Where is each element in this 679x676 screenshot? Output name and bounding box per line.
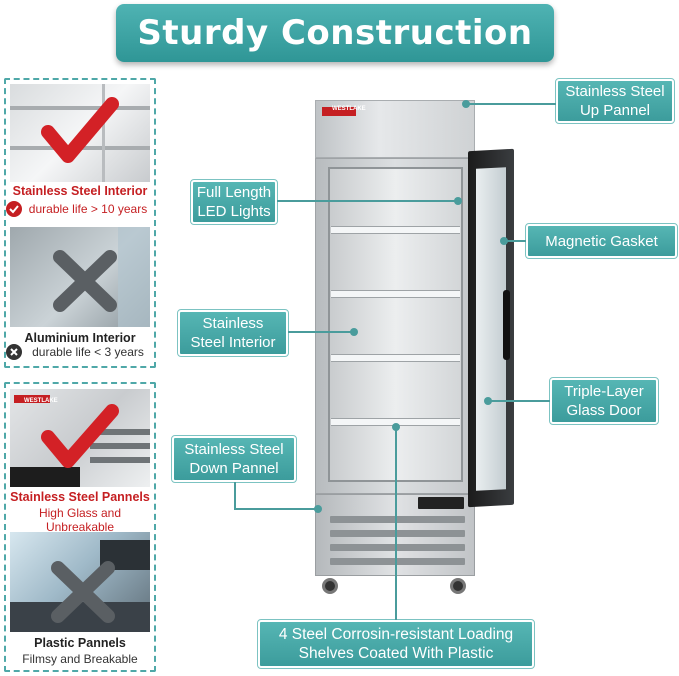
leader-dot: [462, 100, 470, 108]
leader-line: [288, 331, 354, 333]
panel-comparison-panel: [4, 382, 156, 672]
x-circle-icon: [6, 344, 22, 360]
callout-glass-door: Triple-Layer Glass Door: [549, 377, 659, 425]
shelf: [331, 290, 460, 298]
callout-steel-interior: Stainless Steel Interior: [177, 309, 289, 357]
stainless-interior-photo: [10, 84, 150, 182]
page-title: Sturdy Construction: [137, 13, 533, 53]
red-check-icon: [41, 404, 119, 468]
leader-line: [505, 240, 526, 242]
good-pannel-subtitle: High Glass and Unbreakable: [38, 506, 122, 534]
caster-wheel: [322, 578, 338, 594]
plastic-pannel-photo: [10, 532, 150, 632]
callout-up-panel: Stainless Steel Up Pannel: [555, 78, 675, 124]
leader-dot: [350, 328, 358, 336]
glass-door-pane: [476, 167, 506, 491]
red-check-icon: [41, 97, 119, 163]
bad-interior-subtitle: durable life < 3 years: [32, 345, 144, 359]
callout-magnetic-gasket: Magnetic Gasket: [525, 223, 678, 259]
bad-interior-title: Aluminium Interior: [24, 331, 136, 345]
vent-slat: [330, 544, 465, 551]
vent-slat: [330, 558, 465, 565]
door-handle: [503, 290, 510, 360]
leader-line: [488, 400, 550, 402]
leader-dot: [392, 423, 400, 431]
aluminium-interior-photo: [10, 227, 150, 327]
grey-x-icon: [51, 561, 115, 623]
leader-line: [234, 482, 236, 510]
shelf: [331, 226, 460, 234]
leader-line: [466, 103, 556, 105]
callout-down-panel: Stainless Steel Down Pannel: [171, 435, 297, 483]
good-pannel-title: Stainless Steel Pannels: [10, 490, 150, 504]
check-circle-icon: [6, 201, 22, 217]
vent-slat: [330, 516, 465, 523]
shelf: [331, 354, 460, 362]
leader-line: [277, 200, 458, 202]
interior-comparison-panel: [4, 78, 156, 368]
leader-dot: [314, 505, 322, 513]
caster-wheel: [450, 578, 466, 594]
good-interior-title: Stainless Steel Interior: [12, 184, 148, 198]
svg-text:WESTLAKE: WESTLAKE: [24, 398, 58, 404]
vent-slat: [330, 530, 465, 537]
bad-pannel-subtitle: Filmsy and Breakable: [22, 652, 138, 666]
leader-dot: [454, 197, 462, 205]
good-interior-subtitle: durable life > 10 years: [28, 202, 148, 216]
leader-line: [234, 508, 318, 510]
grey-x-icon: [53, 250, 117, 312]
leader-dot: [484, 397, 492, 405]
control-panel: [418, 497, 464, 509]
title-banner: Sturdy Construction: [116, 4, 554, 62]
stainless-pannel-photo: WESTLAKE: [10, 389, 150, 487]
callout-led-lights: Full Length LED Lights: [190, 179, 278, 225]
leader-line: [395, 428, 397, 620]
fridge-interior: [328, 167, 463, 482]
brand-logo: WESTLAKE: [322, 106, 366, 116]
bad-pannel-title: Plastic Pannels: [34, 636, 126, 650]
callout-shelves: 4 Steel Corrosin-resistant Loading Shelv…: [257, 619, 535, 669]
leader-dot: [500, 237, 508, 245]
